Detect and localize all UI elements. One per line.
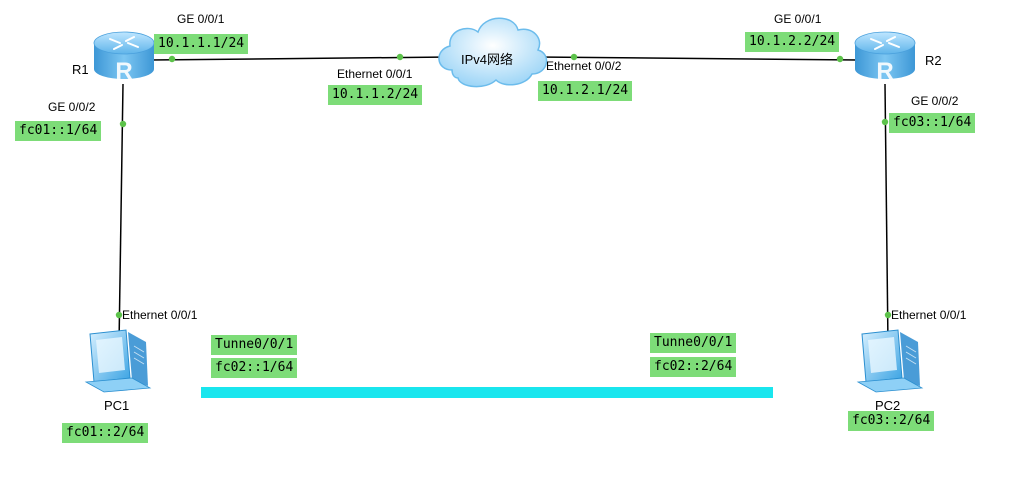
cloud-e001-ip: 10.1.1.2/24 [328, 85, 423, 105]
cloud-e001-label: Ethernet 0/0/1 [337, 67, 413, 81]
link-cloud-r2 [535, 56, 859, 61]
port-dot-cloud-e001 [396, 53, 404, 61]
cloud-e002-ip: 10.1.2.1/24 [538, 81, 633, 101]
cloud-icon[interactable] [438, 17, 548, 88]
r1-ge002-ip: fc01::1/64 [15, 121, 102, 141]
link-r1-pc1 [118, 83, 124, 346]
r1-ge001-label: GE 0/0/1 [177, 12, 225, 26]
tunnel-left-name: Tunne0/0/1 [211, 335, 298, 355]
port-dot-r2-g001 [836, 55, 844, 63]
port-dot-r1-g002 [119, 120, 127, 128]
link-r1-cloud [149, 56, 451, 61]
router-r1-name: R1 [72, 62, 89, 77]
cloud-e002-label: Ethernet 0/0/2 [546, 59, 622, 73]
tunnel-right-name: Tunne0/0/1 [650, 333, 737, 353]
port-dot-cloud-e002 [570, 53, 578, 61]
pc2-icon[interactable] [856, 329, 924, 393]
pc2-name: PC2 [875, 398, 901, 413]
pc1-icon[interactable] [84, 329, 152, 393]
r2-ge002-label: GE 0/0/2 [911, 94, 959, 108]
link-r2-pc2 [884, 83, 889, 346]
port-dot-r1-g001 [168, 55, 176, 63]
r2-ge001-ip: 10.1.2.2/24 [745, 32, 840, 52]
tunnel-left-ip: fc02::1/64 [211, 358, 298, 378]
cloud-label: IPv4网络 [461, 52, 514, 67]
router-r2-name: R2 [925, 53, 942, 68]
pc1-name: PC1 [104, 398, 130, 413]
port-dot-pc2-e001 [884, 311, 892, 319]
r1-ge001-ip: 10.1.1.1/24 [154, 34, 249, 54]
r2-ge001-label: GE 0/0/1 [774, 12, 822, 26]
pc1-e001-label: Ethernet 0/0/1 [122, 308, 198, 322]
pc2-e001-label: Ethernet 0/0/1 [891, 308, 967, 322]
pc2-ip: fc03::2/64 [848, 411, 935, 431]
port-dot-r2-g002 [881, 118, 889, 126]
router-r1-icon[interactable]: R [93, 31, 155, 85]
router-r2-icon[interactable]: R [854, 31, 916, 85]
tunnel-bar [201, 387, 773, 398]
port-dot-pc1-e001 [115, 311, 123, 319]
svg-text:R: R [115, 58, 132, 85]
r1-ge002-label: GE 0/0/2 [48, 100, 96, 114]
tunnel-right-ip: fc02::2/64 [650, 357, 737, 377]
svg-text:R: R [876, 58, 893, 85]
pc1-ip: fc01::2/64 [62, 423, 149, 443]
r2-ge002-ip: fc03::1/64 [889, 113, 976, 133]
